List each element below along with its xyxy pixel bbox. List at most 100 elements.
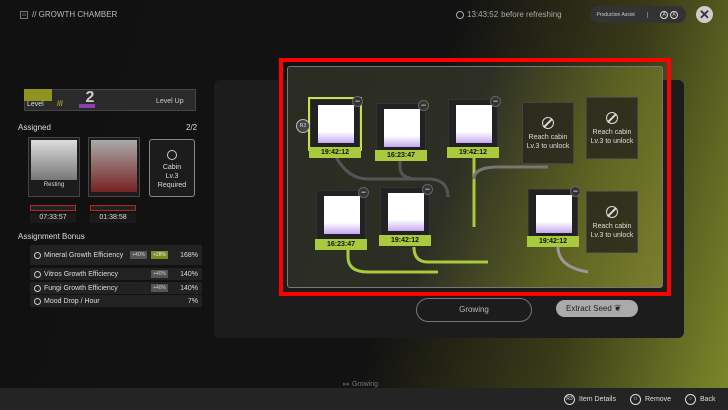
level-badge [24,89,52,101]
bonus-tag: +40% [130,251,148,259]
remove-icon[interactable]: − [422,184,433,195]
operator-timer: 07:33:57 [30,213,76,223]
fast-forward-icon: ▸▸ [343,381,351,388]
seed-icon: ❦ [614,303,622,313]
bonus-name: Fungi Growth Efficiency [44,284,118,292]
locked-text: Cabin [162,164,182,171]
level-accent [79,104,95,108]
locked-slot: Reach cabin Lv.3 to unlock [586,97,638,159]
bonus-title: Assignment Bonus [18,232,85,241]
plant-slot-6[interactable]: − [528,186,581,239]
hint-label: Back [700,396,716,403]
plant-slot-4[interactable]: − [316,187,369,240]
production-assist-label: Production Assist [596,11,635,18]
remove-icon[interactable]: − [570,186,581,197]
hint-label: Item Details [579,396,616,403]
growth-paths [334,156,589,274]
close-button[interactable]: ✕ [696,6,713,23]
bonus-value: 140% [180,270,198,278]
slot-timer: 16:23:47 [315,239,367,250]
bonus-tag: +40% [151,284,168,292]
bonus-row: Vitros Growth Efficiency +40% 140% [30,268,202,280]
fungi-icon [34,284,41,292]
clock-icon [456,10,464,19]
prohibited-icon [606,206,618,218]
chamber-icon: ⌂ [20,10,28,19]
slot-timer: 16:23:47 [375,150,427,161]
mood-bar [90,205,136,211]
slot-timer: 19:42:12 [309,147,361,158]
vitros-icon [34,270,41,278]
refresh-timer: 13:43:52 before refreshing [456,10,562,19]
plant-slot-3[interactable]: − [448,96,501,149]
assist-icon: A [670,10,679,19]
hint-label: Remove [645,396,672,403]
bonus-name: Mood Drop / Hour [44,297,100,305]
plant-slot-1[interactable]: − [308,96,363,151]
slot-timer: 19:42:12 [527,236,579,247]
plant-icon [456,105,492,143]
divider [647,11,649,18]
extract-seed-button[interactable]: Extract Seed ❦ [556,300,638,317]
plant-icon [318,105,354,143]
remove-icon[interactable]: − [490,96,501,107]
remove-icon[interactable]: − [352,96,363,107]
operator-portrait [31,140,77,180]
footer-bar [0,388,728,410]
bonus-value: 168% [180,251,198,259]
remove-icon[interactable]: − [358,187,369,198]
operator-card-2[interactable] [88,137,140,197]
mood-icon [34,297,41,305]
plant-icon [324,196,360,234]
bonus-row: Mineral Growth Efficiency +40% +28% 168% [30,245,202,265]
level-up-button[interactable]: Level Up [156,98,184,105]
operator-portrait [91,140,137,192]
level-value: 2 [85,89,95,106]
bonus-tag: +28% [151,251,168,259]
slot-timer: 19:42:12 [447,147,499,158]
assigned-count: 2/2 [186,123,198,132]
back-hint[interactable]: ○ Back [685,394,716,405]
operator-status: Resting [43,182,65,188]
highlight-frame [279,58,671,296]
r3-button-icon: R3 [296,119,310,133]
locked-text: Reach cabin Lv.3 to unlock [590,223,634,239]
locked-slot: Reach cabin Lv.3 to unlock [586,191,638,253]
plant-icon [388,193,424,231]
remove-icon[interactable]: − [418,100,429,111]
level-stripes: /// [57,101,63,108]
extract-seed-label: Extract Seed [566,304,612,313]
locked-slot: Reach cabin Lv.3 to unlock [522,102,574,164]
refresh-text: before refreshing [501,10,562,19]
header: ⌂ // GROWTH CHAMBER [20,10,117,19]
growing-button[interactable]: Growing [416,298,532,322]
remove-hint[interactable]: □ Remove [630,394,671,405]
growing-status-text: Growing [351,381,379,388]
bonus-name: Vitros Growth Efficiency [44,270,119,278]
production-assist-button[interactable]: Production Assist A A [590,6,686,23]
assigned-label: Assigned [18,123,51,132]
refresh-time: 13:43:52 [467,10,499,19]
item-details-hint[interactable]: R3 Item Details [564,394,616,405]
prohibited-icon [606,112,618,124]
locked-operator-slot: Cabin Lv.3 Required [149,139,195,197]
growing-status: ▸▸ Growing [343,380,378,388]
locked-text: Reach cabin Lv.3 to unlock [526,134,570,150]
prohibited-icon [167,150,177,160]
bonus-value: 7% [187,297,198,305]
mineral-icon [34,251,41,259]
locked-text: Required [157,182,187,189]
bonus-tag: +40% [151,270,168,278]
bonus-row: Fungi Growth Efficiency +40% 140% [30,282,202,294]
level-label: Level [27,101,44,108]
plant-slot-2[interactable]: − [376,100,429,153]
locked-text: Reach cabin Lv.3 to unlock [590,129,634,145]
page-title: // GROWTH CHAMBER [32,10,118,19]
plant-slot-5[interactable]: − [380,184,433,237]
bonus-row: Mood Drop / Hour 7% [30,295,202,307]
bonus-name: Mineral Growth Efficiency [44,251,124,259]
operator-card-1[interactable]: Resting [28,137,80,197]
assist-icon: A [660,10,669,19]
circle-button-icon: ○ [685,394,696,405]
